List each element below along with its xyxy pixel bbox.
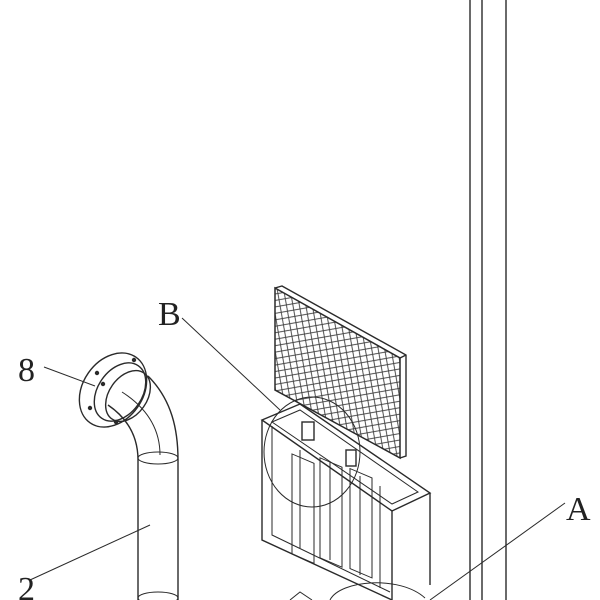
- filter-box: [260, 396, 432, 600]
- mesh-screen: [274, 285, 407, 460]
- leader-2: [29, 524, 151, 581]
- leader-B: [181, 317, 281, 411]
- label-2: 2: [18, 571, 35, 600]
- leader-A: [429, 502, 566, 600]
- label-A: A: [566, 491, 591, 528]
- leader-lines: [29, 317, 566, 600]
- vertical-column: [469, 0, 507, 600]
- flange: [78, 352, 152, 428]
- leader-8: [43, 366, 96, 387]
- label-B: B: [158, 296, 181, 333]
- pipe-elbow: [107, 375, 179, 600]
- label-8: 8: [18, 352, 35, 389]
- detail-circle-a: [289, 582, 426, 600]
